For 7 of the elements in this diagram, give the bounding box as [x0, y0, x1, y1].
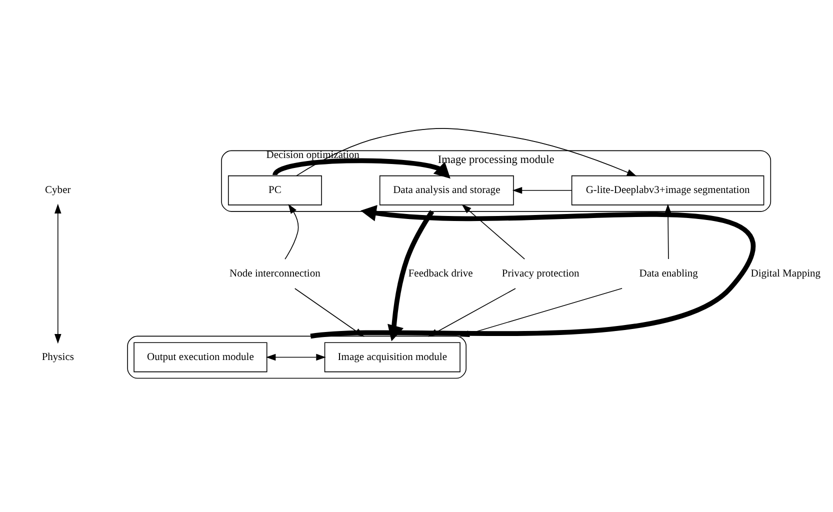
edge-label: Feedback drive — [408, 268, 473, 280]
node-text: Privacy protection — [502, 268, 580, 280]
node-text: Data enabling — [639, 268, 698, 280]
edge-label: Digital Mapping — [750, 268, 821, 280]
node-text: Node interconnection — [230, 268, 320, 280]
node-text: Physics — [42, 351, 74, 362]
node-text: Cyber — [45, 184, 71, 196]
